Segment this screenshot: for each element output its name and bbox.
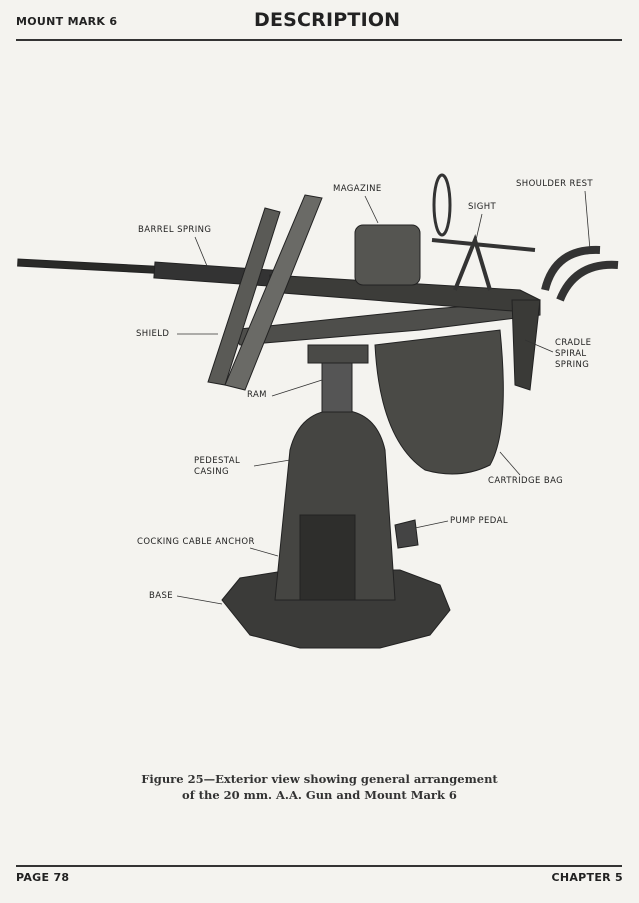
label-pump-pedal: PUMP PEDAL <box>450 516 508 526</box>
label-pedestal-casing: PEDESTAL CASING <box>194 456 240 478</box>
label-barrel-spring: BARREL SPRING <box>138 225 212 235</box>
label-ram: RAM <box>247 390 267 400</box>
header-rule <box>16 39 622 41</box>
footer-rule <box>16 865 622 867</box>
label-line: CRADLE <box>555 338 592 348</box>
sight-ring <box>432 173 452 237</box>
page-number: PAGE 78 <box>16 871 70 884</box>
ram-shape <box>321 359 353 413</box>
label-line: SPIRAL <box>555 349 587 359</box>
label-sight: SIGHT <box>468 202 497 212</box>
leader-lines <box>176 190 591 605</box>
cartridge-bag-shape <box>374 329 504 475</box>
label-shoulder-rest: SHOULDER REST <box>516 179 594 189</box>
label-magazine: MAGAZINE <box>333 184 382 194</box>
label-shield: SHIELD <box>136 329 170 339</box>
label-line: PEDESTAL <box>194 456 241 466</box>
label-base: BASE <box>149 591 174 601</box>
label-line: CASING <box>194 467 229 477</box>
barrel-shape <box>17 258 164 275</box>
label-cradle-spiral-spring: CRADLE SPIRAL SPRING <box>555 338 591 371</box>
shoulder-rest-shape <box>541 245 619 302</box>
running-header-section: MOUNT MARK 6 <box>16 15 118 28</box>
figure-caption: Figure 25—Exterior view showing general … <box>0 771 639 803</box>
caption-line: of the 20 mm. A.A. Gun and Mount Mark 6 <box>182 788 457 802</box>
page-title: DESCRIPTION <box>254 9 401 31</box>
label-line: SPRING <box>555 360 590 370</box>
caption-line: Figure 25—Exterior view showing general … <box>141 772 498 786</box>
label-cocking-cable-anchor: COCKING CABLE ANCHOR <box>137 537 255 547</box>
label-cartridge-bag: CARTRIDGE BAG <box>488 476 564 486</box>
shield-shape-2 <box>224 194 323 391</box>
magazine-shape <box>354 224 421 286</box>
chapter-label: CHAPTER 5 <box>551 871 623 884</box>
